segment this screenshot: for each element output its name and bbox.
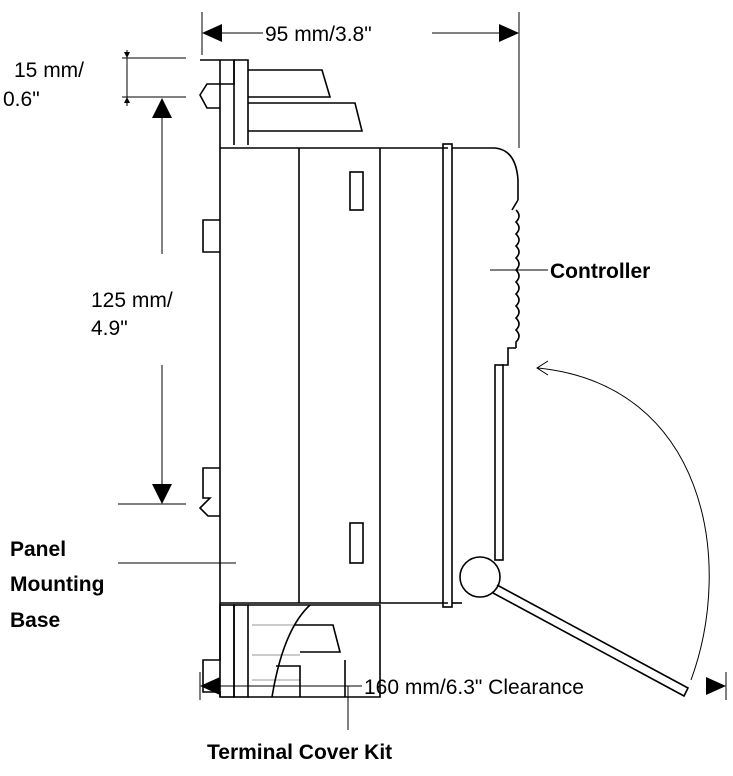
width-dim-label: 95 mm/3.8" [265,23,372,46]
width-arrow-right [499,24,519,42]
cover-flange-2 [233,604,249,698]
clearance-dimension: 160 mm/6.3" Clearance [199,672,727,700]
width-arrow-left [202,24,222,42]
body-slot-upper [349,171,364,211]
base-top-connector [248,69,332,98]
width-dimension: 95 mm/3.8" [201,12,520,148]
top-dim-arrow-lower [124,97,130,103]
top-dim-arrow-upper [124,52,130,58]
height-arrow-lower [152,484,172,504]
door-hinge [459,556,501,598]
height-dim-label-line1: 125 mm/ [91,289,173,312]
grip-bottom-step [502,347,516,366]
terminal-cover-label: Terminal Cover Kit [207,741,392,764]
clearance-dim-label: 160 mm/6.3" Clearance [364,676,584,699]
cover-box [248,604,381,698]
base-label-line3: Base [10,609,60,632]
clearance-arrow-right [706,677,726,695]
base-top-flange [234,59,249,145]
controller-body [220,143,710,698]
serrated-grip [514,209,520,348]
cover-connector-lower [276,665,301,697]
cover-hidden-lines [252,624,300,681]
top-dim-label-line1: 15 mm/ [14,59,84,82]
base-label-line2: Mounting [10,573,104,596]
base-label-line1: Panel [10,538,66,561]
base-top-connector-lower [248,102,364,132]
base-bottom-clip [198,467,220,517]
base-mid-tab [202,219,220,253]
front-face-top [452,147,519,200]
cover-connector-upper [295,624,342,653]
top-dim-label-line2: 0.6" [3,88,40,111]
cover-cutaway-curve [271,604,311,698]
clearance-arrow-left [200,677,220,695]
cover-flange-1 [219,604,235,698]
top-dimension: 15 mm/ 0.6" [3,50,186,111]
height-arrow-upper [152,98,172,118]
panel-mounting-base [198,59,364,605]
door-swing-arrowhead [536,360,549,376]
height-dim-label-line2: 4.9" [91,317,128,340]
terminal-cover-kit [202,604,381,698]
base-top-clip [199,59,235,109]
height-dimension: 125 mm/ 4.9" [91,98,186,505]
controller-label: Controller [550,260,650,283]
front-door [494,364,504,561]
body-slot-lower [349,522,364,564]
door-open-position [492,584,690,698]
bezel-flange [442,143,453,608]
door-swing-arc [537,367,710,681]
grip-top-join [511,199,519,211]
